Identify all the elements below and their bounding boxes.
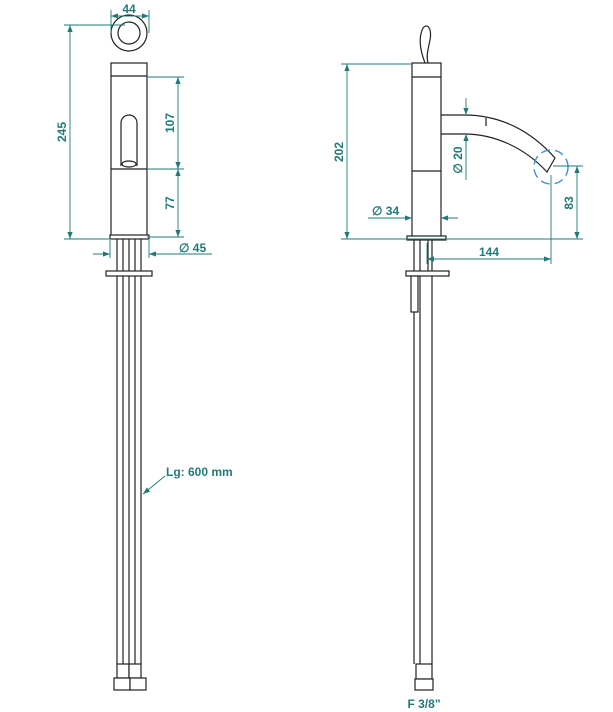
dim-height-body: 202 bbox=[332, 142, 346, 162]
dim-height-lower: 77 bbox=[163, 196, 177, 210]
outlet-detail-circle bbox=[533, 149, 569, 185]
side-view bbox=[405, 25, 569, 691]
front-dimensions: 44 245 107 77 ∅ 45 Lg: 600 mm bbox=[55, 2, 233, 495]
dim-width-top: 44 bbox=[122, 2, 136, 16]
hose-length-label: Lg: 600 mm bbox=[166, 465, 233, 479]
dim-base-diameter: ∅ 45 bbox=[179, 241, 206, 255]
connection-label: F 3/8" bbox=[407, 697, 440, 711]
dim-spout-diameter: ∅ 20 bbox=[451, 146, 465, 173]
dim-spout-reach: 144 bbox=[479, 245, 499, 259]
dim-height-total: 245 bbox=[55, 122, 69, 142]
front-view bbox=[105, 14, 153, 691]
side-dimensions: 202 ∅ 20 ∅ 34 83 144 F 3/8" bbox=[332, 63, 583, 711]
dim-spout-height: 83 bbox=[562, 196, 576, 210]
dim-body-diameter: ∅ 34 bbox=[372, 204, 399, 218]
dim-height-upper: 107 bbox=[163, 113, 177, 133]
